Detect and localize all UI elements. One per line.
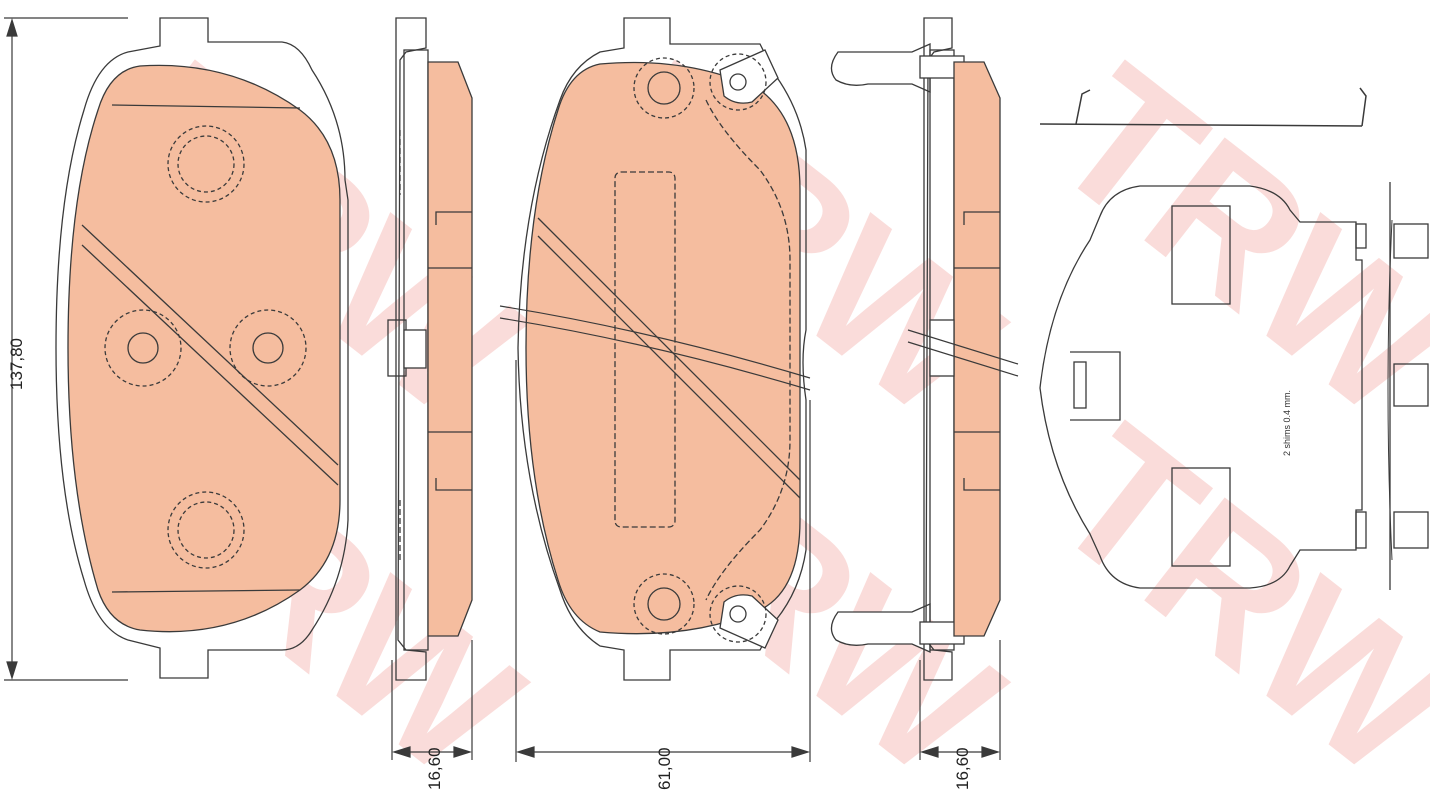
side2-chamfer-bottom [963,478,1000,491]
rear-friction [525,61,801,635]
pad-side-right [830,17,1001,681]
width-dimension [515,360,811,762]
pin-left-outer [104,309,182,387]
watermark-3: TRW [1017,26,1430,458]
pad-front-left [55,17,349,679]
height-dimension [4,17,128,681]
shim-stud-bottom [1393,511,1429,549]
watermark-6: TRW [1017,386,1430,800]
side-plate-outline [395,17,427,681]
rear-plate-outline [517,17,807,681]
pad-side-left [387,17,473,681]
thickness-right-label: 16,60 [953,747,972,790]
thickness-left-dimension [391,640,473,760]
rivet-bottom-outer [167,491,245,569]
rivet-top-inner [177,135,235,193]
side-chamfer-top [435,211,472,225]
wear-wire-side [907,329,1019,377]
side2-chamfer-top [963,211,1000,225]
shim-plate [1039,185,1367,589]
arrow-up [6,17,18,37]
thickness-right-dimension [919,640,1001,760]
height-dimension-label: 137,80 [7,338,26,390]
shim-tab [1070,351,1121,421]
spring-clip [1039,87,1367,127]
shim-side-view [1387,182,1429,590]
shim-outline [1039,185,1363,589]
friction-material [67,64,341,633]
rear-pin-top-outer [633,57,695,119]
rear-dashed-edge [705,99,791,601]
sensor-tab-bottom [719,594,779,649]
shim-notch-bottom [1355,511,1367,549]
pad-rear-center [517,17,807,681]
shim-notch-top [1355,223,1367,249]
sensor-hole-bottom [729,605,747,623]
chamfer-line-a [81,224,339,466]
side2-friction [953,61,1001,637]
rear-pin-bottom-outer [633,573,695,635]
shim-tab-slot [1073,361,1087,409]
wear-wire [499,305,811,391]
width-dimension-label: 61,00 [655,747,674,790]
pin-right-inner [252,332,284,364]
shim-stud-middle [1393,363,1429,407]
side-clip-tab [403,329,427,369]
pin-right-outer [229,309,307,387]
clip-bottom [830,602,931,654]
sensor-dash-bottom [709,585,767,643]
side2-clip-tab [929,319,955,377]
side-chamfer-bottom [435,478,472,491]
rivet-top-outer [167,125,245,203]
rear-pin-top-inner [647,71,681,105]
chamfer-line-b [81,244,339,486]
side-friction [427,61,473,637]
rear-pin-bottom-inner [647,587,681,621]
sensor-dash-top [709,53,767,111]
shim-window-top [1171,205,1231,305]
rivet-bottom-inner [177,501,235,559]
shim-window-bottom [1171,467,1231,567]
bottom-edge-line [111,589,301,593]
arrow-down [6,661,18,681]
backing-plate-outline [55,17,349,679]
rear-chamfer-b [537,235,801,499]
sensor-hole-top [729,73,747,91]
clip-top [830,42,931,94]
shim-note: 2 shims 0.4 mm. [1282,390,1292,456]
shim-stud-top [1393,223,1429,259]
rear-chamfer-a [537,217,801,481]
pin-left-inner [127,332,159,364]
wear-slot [614,171,676,528]
thickness-left-label: 16,60 [425,747,444,790]
top-edge-line [111,104,301,109]
